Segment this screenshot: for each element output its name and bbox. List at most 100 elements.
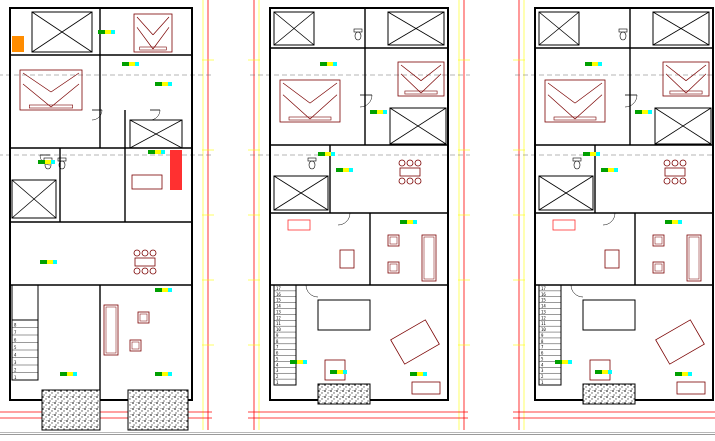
stair-number: 16 [276,292,281,297]
tag-cyan [135,62,139,66]
pillow [288,116,332,121]
room-tag [400,220,417,224]
pillow [404,90,438,95]
tag-cyan [383,110,387,114]
planter-gravel [127,389,189,431]
shaft-diagonal [273,175,329,211]
stair-number: 5 [541,356,544,361]
tag-cyan [303,360,307,364]
dining-table-icon [398,159,422,185]
armchair-seat [654,263,663,272]
stair-number: 9 [276,333,279,338]
bed-sheet-line [136,27,154,50]
tag-cyan [111,30,115,34]
table-top [399,167,421,177]
door-swing [570,284,584,298]
chair [149,267,157,275]
shaft-diagonal [31,11,93,53]
kitchen-sink [552,219,576,231]
stair-number: 7 [276,345,279,350]
tag-green [370,110,377,114]
toilet-tank [572,157,582,162]
tag-green [601,168,608,172]
room-tag [318,152,335,156]
tag-green [635,110,642,114]
tag-cyan [349,168,353,172]
armchair-icon [652,261,665,274]
room-tag [595,370,612,374]
tag-green [555,360,562,364]
sheet-border-line-2 [0,434,715,435]
tag-cyan [648,110,652,114]
tag-cyan [678,220,682,224]
door-swing [305,284,319,298]
bed-sheet-line [50,72,80,93]
door-arc [305,284,319,298]
room-tag [40,260,57,264]
bed-frame [133,13,173,53]
bed-sheet-line [547,94,576,120]
room-tag [675,372,692,376]
bed-frame [19,69,83,111]
bed-icon [133,13,173,53]
tag-yellow [327,62,333,66]
stair-number: 2 [14,368,17,373]
tag-green [155,82,162,86]
armchair-seat [654,236,663,245]
room-tag [410,372,427,376]
bed-frame [397,61,445,97]
armchair-icon [129,339,142,352]
bed-sheet-line [22,72,52,93]
tag-cyan [168,288,172,292]
room-tag [370,110,387,114]
outer-wall [269,7,449,401]
red-appliance [170,150,182,190]
bed-sheet-line [309,82,338,104]
door-swing [359,94,373,108]
toilet-icon [57,157,67,170]
tag-green [336,168,343,172]
tag-yellow [682,372,688,376]
tag-yellow [47,260,53,264]
toilet-tank [307,157,317,162]
armchair-seat [389,236,398,245]
chair [671,159,679,167]
stair-number: 10 [276,327,281,332]
stair-number: 10 [541,327,546,332]
tag-green [60,372,67,376]
tag-yellow [608,168,614,172]
toilet-bowl [308,160,316,170]
sofa-cushion [105,306,117,354]
bed-sheet-line [50,83,80,108]
tag-green [585,62,592,66]
chair [671,177,679,185]
bed-sheet-line [665,64,687,81]
tag-cyan [596,152,600,156]
chair [414,177,422,185]
shaft-outline [129,119,183,149]
stair-number: 4 [276,362,279,367]
chair [133,249,141,257]
room-tag [38,160,55,164]
chair [663,177,671,185]
bed-sheet-line [400,73,422,94]
bed-sheet-line [136,16,154,36]
tag-yellow [325,152,331,156]
room-tag [290,360,307,364]
stair-number: 12 [541,315,546,320]
shaft-diagonal [11,179,57,219]
stair-number: 11 [276,321,281,326]
tag-cyan [333,62,337,66]
toilet-icon [353,28,363,41]
toilet-bowl [354,31,362,41]
room-tag [601,168,618,172]
chair [679,159,687,167]
room-tag [555,360,572,364]
door-arc [624,94,638,108]
stair-number: 4 [541,362,544,367]
armchair-body [387,261,400,274]
stair-number: 6 [276,351,279,356]
bed-sheet-line [309,94,338,120]
